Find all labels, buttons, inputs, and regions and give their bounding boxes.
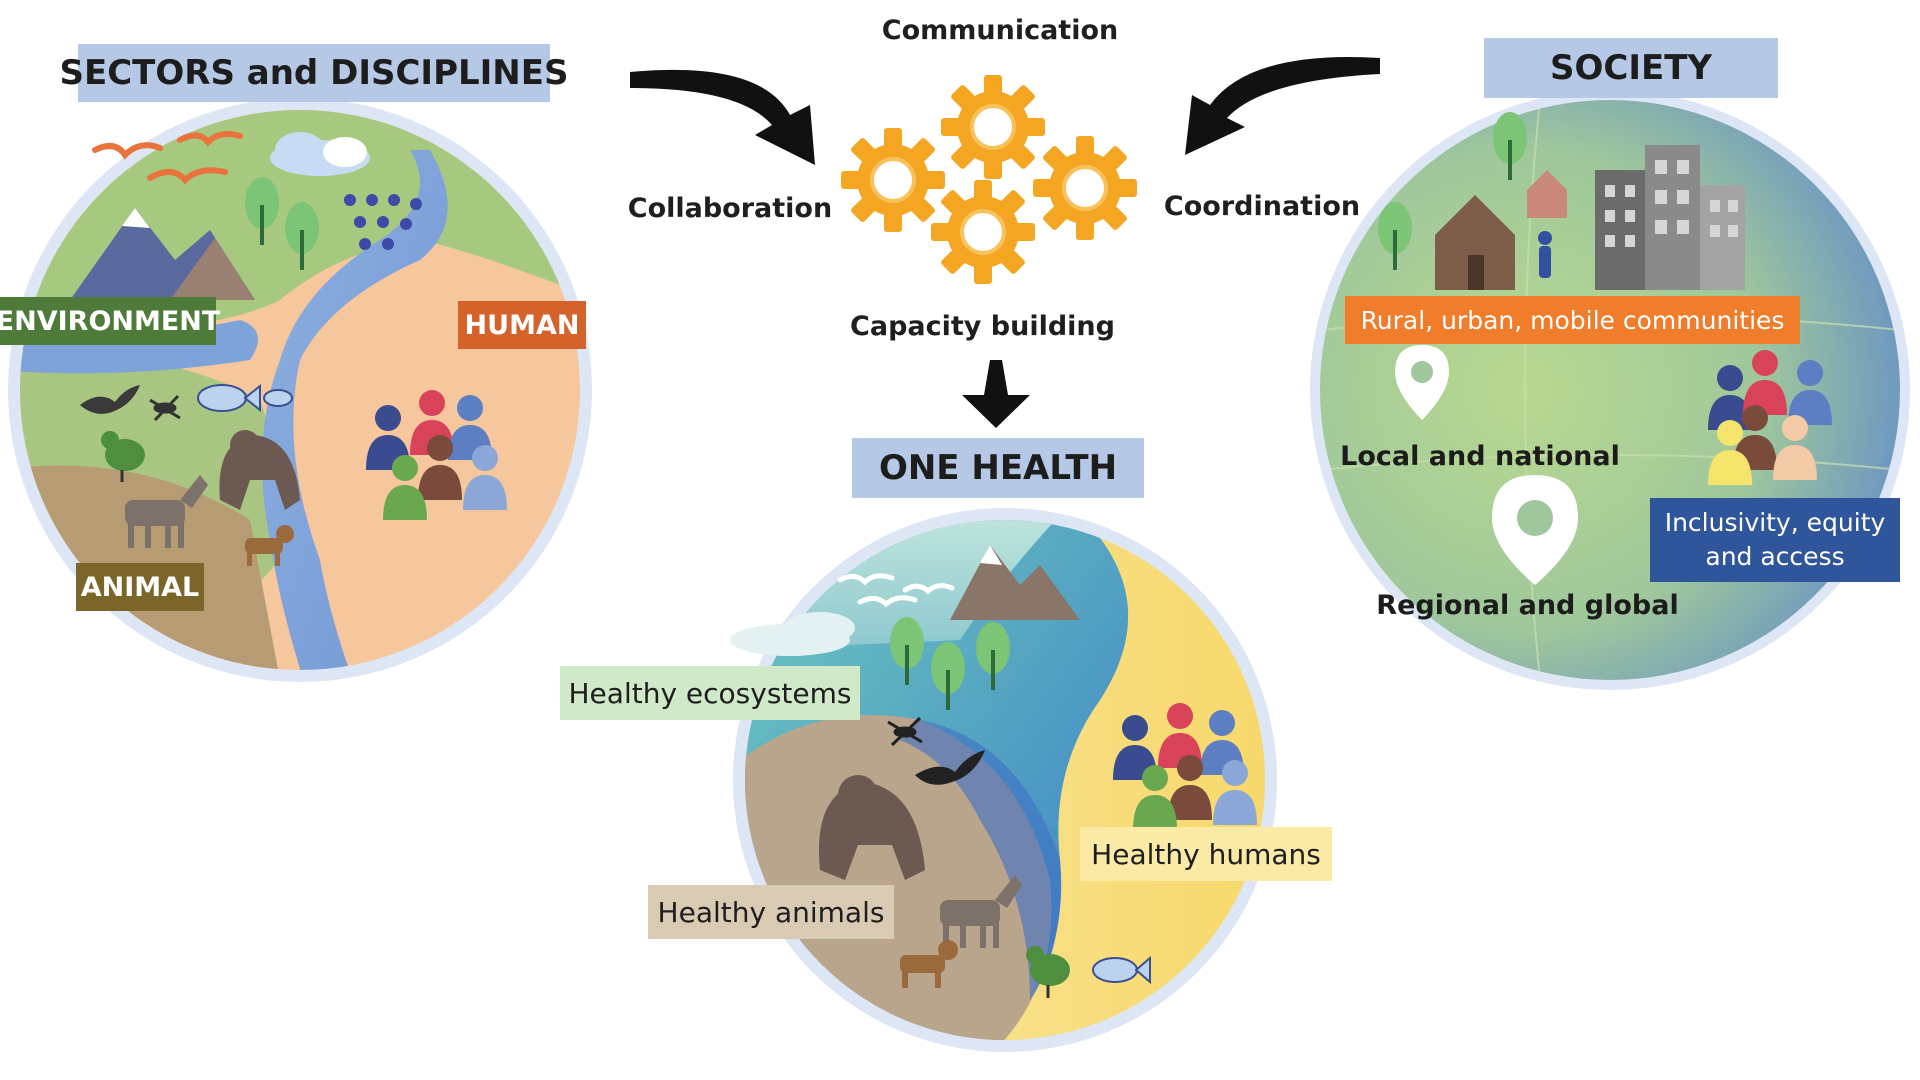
coordination-label: Coordination — [1163, 190, 1361, 222]
regional-global-label: Regional and global — [1376, 589, 1679, 621]
down-arrow-icon — [962, 360, 1030, 428]
house-icon — [1527, 170, 1567, 218]
inclusivity-line1: Inclusivity, equity — [1664, 508, 1886, 537]
sectors-circle — [8, 98, 592, 682]
communities-tag: Rural, urban, mobile communities — [1345, 296, 1800, 344]
inclusivity-line2: and access — [1705, 542, 1845, 571]
curved-arrow-icon — [630, 69, 815, 165]
healthy-ecosystems-tag: Healthy ecosystems — [560, 666, 860, 720]
healthy-animals-tag: Healthy animals — [648, 885, 894, 939]
environment-tag: ENVIRONMENT — [0, 297, 220, 345]
plants-icon — [344, 194, 422, 250]
mosquito-icon — [149, 394, 181, 422]
bird-icon — [837, 573, 955, 608]
bird-icon — [92, 131, 243, 185]
chicken-icon — [101, 431, 145, 482]
inclusivity-tag: Inclusivity, equity and access — [1650, 498, 1900, 582]
one-health-circle — [730, 508, 1277, 1052]
building-icon — [1595, 145, 1745, 290]
mosquito-icon — [887, 716, 923, 747]
bat-icon — [915, 750, 985, 785]
house-icon — [1435, 195, 1515, 290]
gorilla-icon — [818, 775, 925, 880]
capacity-building-label: Capacity building — [850, 310, 1115, 342]
gear-icon — [939, 73, 1047, 181]
chicken-icon — [1026, 946, 1070, 998]
fish-icon — [1092, 955, 1151, 985]
one-health-title: ONE HEALTH — [852, 438, 1144, 498]
human-tag: HUMAN — [458, 301, 586, 349]
society-title: SOCIETY — [1484, 38, 1778, 98]
gears-cluster — [839, 73, 1139, 286]
dog-icon — [245, 525, 294, 566]
animal-tag: ANIMAL — [76, 563, 204, 611]
location-pin-icon — [1395, 345, 1449, 420]
goat-icon — [940, 875, 1022, 948]
gorilla-icon — [219, 430, 300, 510]
cloud-icon — [270, 132, 370, 176]
mountain-icon — [950, 545, 1080, 620]
gear-icon — [929, 178, 1037, 286]
communication-label: Communication — [881, 14, 1119, 46]
healthy-humans-tag: Healthy humans — [1080, 827, 1332, 881]
collaboration-label: Collaboration — [627, 192, 833, 224]
gear-icon — [839, 126, 947, 234]
sectors-title: SECTORS and DISCIPLINES — [60, 44, 568, 102]
goat-icon — [125, 475, 208, 548]
location-pin-icon — [1492, 475, 1578, 585]
river — [262, 150, 448, 670]
dog-icon — [900, 940, 958, 988]
curved-arrow-icon — [1185, 56, 1380, 155]
bat-icon — [80, 385, 140, 414]
cloud-icon — [730, 612, 855, 656]
person-icon — [1538, 231, 1552, 278]
gear-icon — [1031, 134, 1139, 242]
fish-icon — [197, 383, 293, 413]
mountain-icon — [70, 208, 255, 300]
local-national-label: Local and national — [1340, 440, 1620, 472]
